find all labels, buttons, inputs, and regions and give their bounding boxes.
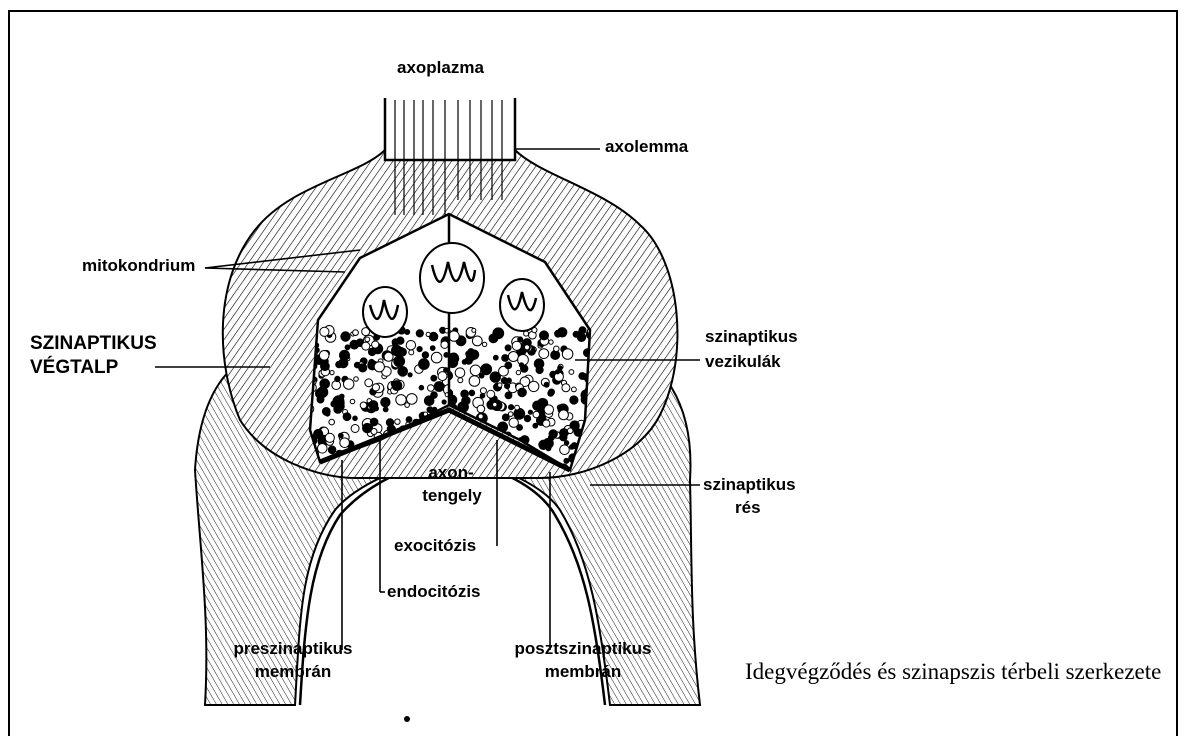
label-posztszinaptikus-line1: posztszinaptikus xyxy=(503,639,663,659)
label-szinaptikus-vegtalp-line1: SZINAPTIKUS xyxy=(30,332,157,355)
label-szinaptikus-vezikulak-line2: vezikulák xyxy=(705,352,781,372)
label-axolemma: axolemma xyxy=(605,137,688,157)
label-szinaptikus-vezikulak-line1: szinaptikus xyxy=(705,327,798,347)
label-exocitozis: exocitózis xyxy=(394,536,476,556)
label-posztszinaptikus-line2: membrán xyxy=(503,662,663,682)
label-szinaptikus-res-line2: rés xyxy=(735,498,761,518)
label-mitokondrium: mitokondrium xyxy=(82,256,195,276)
label-endocitozis: endocitózis xyxy=(387,582,481,602)
label-axontengely-line2: tengely xyxy=(412,486,492,506)
label-preszinaptikus-line1: preszinaptikus xyxy=(222,639,364,659)
label-axontengely-line1: axon- xyxy=(416,463,486,483)
label-szinaptikus-res-line1: szinaptikus xyxy=(703,475,796,495)
figure-caption: Idegvégződés és szinapszis térbeli szerk… xyxy=(745,657,1175,686)
label-axoplazma: axoplazma xyxy=(397,58,484,78)
label-szinaptikus-vegtalp-line2: VÉGTALP xyxy=(30,356,118,379)
label-preszinaptikus-line2: membrán xyxy=(222,662,364,682)
